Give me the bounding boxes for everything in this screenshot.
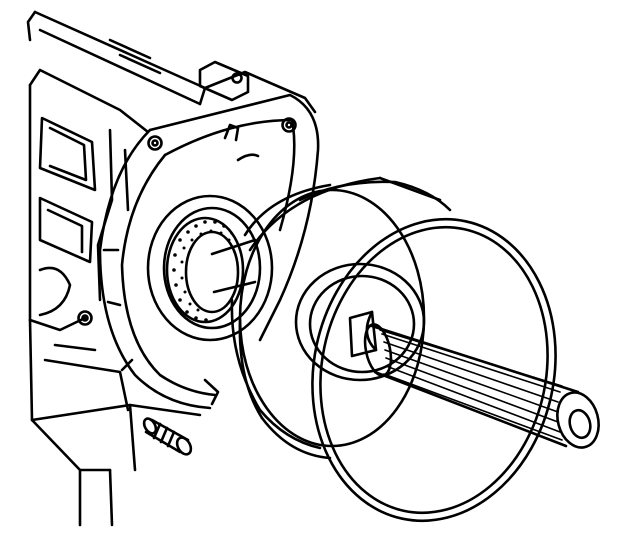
bolt-hole xyxy=(147,135,163,151)
bell-housing-flange xyxy=(77,93,320,410)
bolt-hole xyxy=(281,117,297,133)
transmission-case xyxy=(26,10,317,527)
bolt-stud xyxy=(142,417,193,456)
shaft-splines xyxy=(379,329,563,441)
bolt-hole xyxy=(77,310,93,326)
bearing-ring xyxy=(165,216,245,324)
clutch-drum xyxy=(230,176,452,460)
bearing-inner-race xyxy=(184,230,240,314)
input-shaft-rear xyxy=(210,238,257,294)
snap-ring xyxy=(311,217,557,523)
needle-bearing-dots xyxy=(172,220,234,322)
pump-bore xyxy=(146,194,274,342)
shaft-end xyxy=(556,391,600,449)
